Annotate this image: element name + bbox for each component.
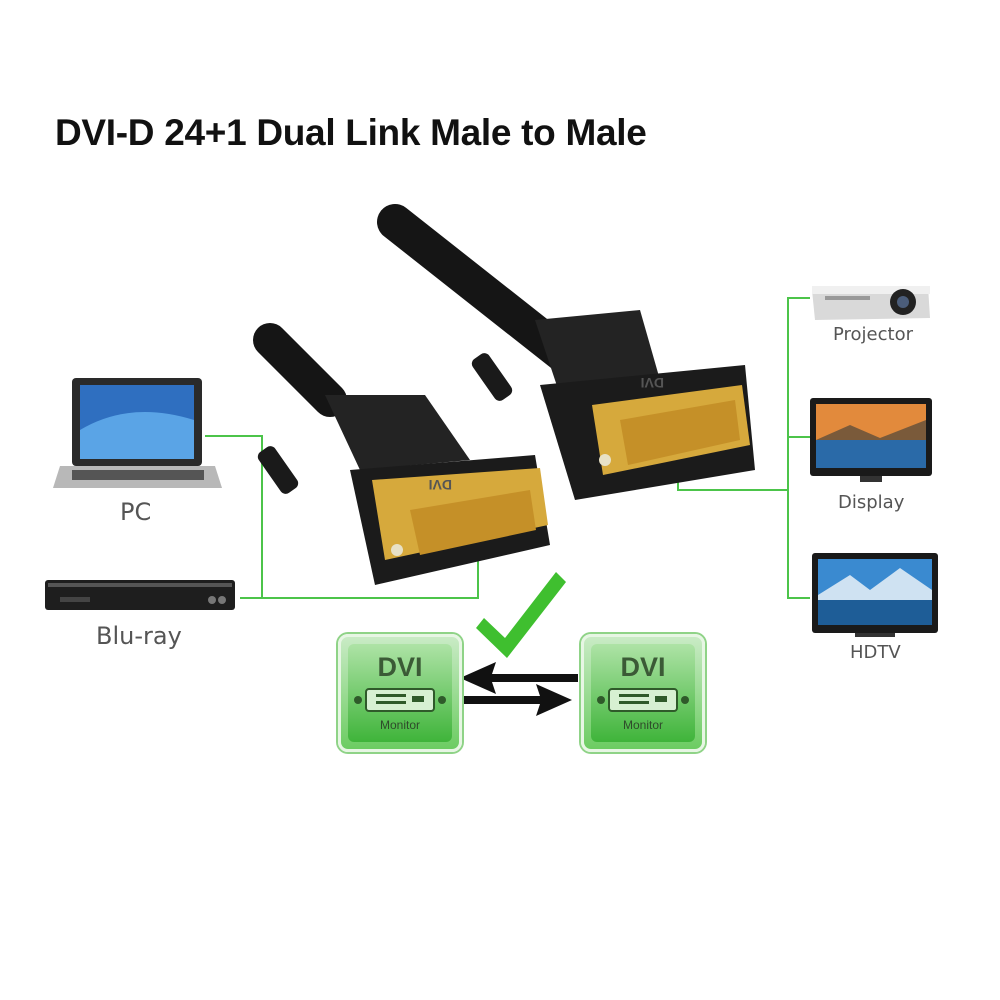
cables: [253, 204, 588, 417]
projector-icon: [812, 286, 930, 320]
bluray-label: Blu-ray: [96, 622, 182, 650]
connector-left-boot: [325, 395, 470, 470]
badge-right-subtitle: Monitor: [622, 718, 663, 732]
pc-label: PC: [120, 498, 152, 526]
dvi-connector-left: DVI: [257, 395, 550, 585]
laptop-icon: [53, 378, 222, 488]
cable-left: [253, 323, 347, 417]
connector-right-mark: DVI: [641, 375, 664, 391]
connector-left-mark: DVI: [429, 477, 452, 493]
connector-right-boot: [535, 310, 660, 395]
bluray-player-icon: [45, 580, 235, 610]
thumbscrew-right-a: [471, 353, 513, 401]
output-bus-line: [787, 297, 810, 599]
pc-connection-line: [205, 435, 263, 599]
source-connection-line: [240, 555, 479, 599]
dvi-port-icon: [597, 688, 689, 712]
display-icon: [810, 398, 932, 482]
display-label: Display: [838, 492, 905, 513]
hdtv-label: HDTV: [850, 642, 901, 663]
screw-left: [391, 544, 403, 556]
dvi-connector-right: DVI: [471, 310, 755, 500]
badge-right-title: DVI: [620, 652, 666, 682]
badge-left-subtitle: Monitor: [379, 718, 420, 732]
projector-label: Projector: [833, 324, 913, 345]
connector-right-pins: [620, 400, 740, 465]
badge-left-title: DVI: [377, 652, 423, 682]
dvi-monitor-badge-right: DVI Monitor: [581, 634, 705, 752]
screw-right: [599, 454, 611, 466]
page-title: DVI-D 24+1 Dual Link Male to Male: [55, 112, 647, 153]
thumbscrew-left-a: [257, 446, 299, 494]
dvi-port-icon: [354, 688, 446, 712]
dvi-monitor-badge-left: DVI Monitor: [338, 634, 462, 752]
connector-left-pins: [410, 490, 536, 555]
check-mark-icon: [476, 572, 566, 658]
hdtv-icon: [812, 553, 938, 637]
bidirectional-arrows-icon: [460, 662, 578, 716]
